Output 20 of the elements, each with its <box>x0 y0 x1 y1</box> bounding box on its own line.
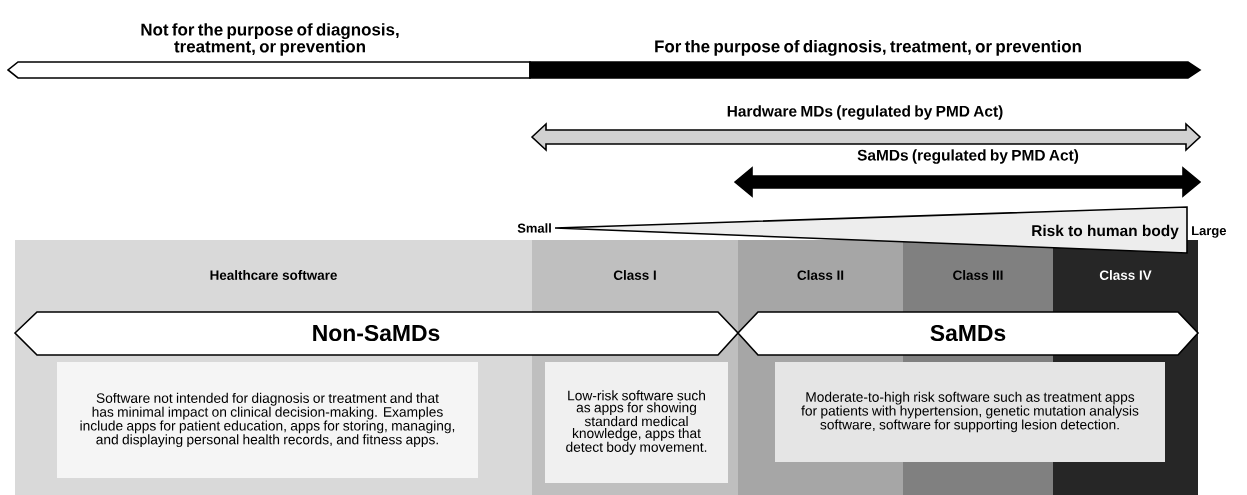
node-label: Class II <box>797 270 844 280</box>
node-label: Not for the purpose of diagnosis, treatment, or prevention <box>141 23 399 56</box>
class-column: Class I <box>532 240 738 300</box>
node-label: Healthcare software <box>210 270 337 280</box>
node-label: Class I <box>613 270 656 280</box>
description-box: Low-risk software such as apps for showing standard medical knowledge, apps that detect body movement. <box>545 362 728 483</box>
node-label: Class IV <box>1099 270 1152 280</box>
class-column: Healthcare software <box>15 240 532 300</box>
scope-band: Not for the purpose of diagnosis, treatment, or prevention <box>6 23 531 79</box>
node-label: Class III <box>953 270 1003 280</box>
node-label: SaMDs (regulated by PMD Act) <box>857 149 1079 164</box>
node-label: For the purpose of diagnosis, treatment, or prevention <box>655 39 1081 56</box>
description-box: Moderate-to-high risk software such as treatment apps for patients with hypertension, genetic mutation analysis software, software for supporting lesion detection. <box>775 362 1165 462</box>
risk-wedge: Risk to human body <box>554 206 1188 254</box>
node-label: Hardware MDs (regulated by PMD Act) <box>727 105 1003 120</box>
scale-label: Small <box>517 223 551 233</box>
class-column: Class II <box>738 240 903 300</box>
scope-band: For the purpose of diagnosis, treatment, or prevention <box>529 39 1202 79</box>
scale-label: Large <box>1192 226 1227 238</box>
description-box: Software not intended for diagnosis or treatment and that has minimal impact on clinical decision-making. Examples include apps for patient education, apps for storing, managing, and displaying personal health records, and fitness apps. <box>57 362 478 478</box>
